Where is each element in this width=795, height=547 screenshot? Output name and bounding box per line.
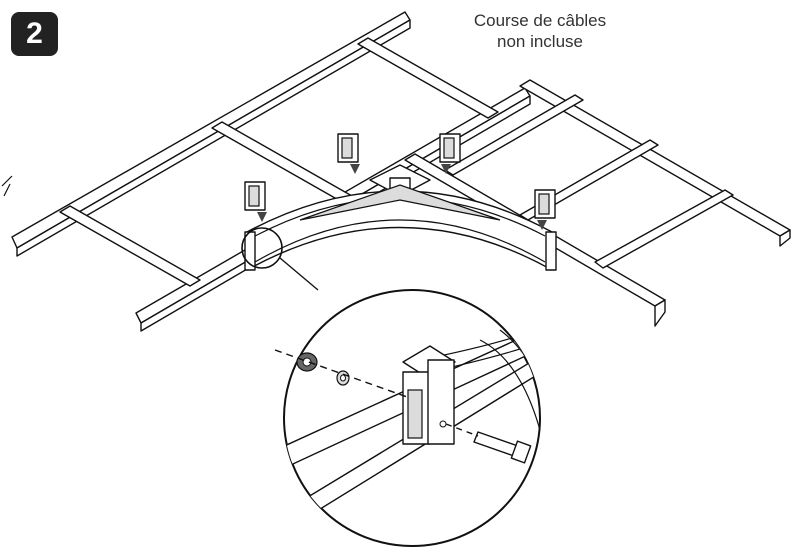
hanger-bracket-4: [534, 189, 556, 230]
note-line-1: Course de câbles: [473, 11, 607, 30]
bolt: [473, 431, 532, 464]
hanger-bracket-2: [337, 133, 360, 174]
washer: [336, 370, 350, 386]
detail-view: [274, 289, 541, 547]
step-number-badge: 2: [11, 12, 58, 56]
nut: [296, 352, 318, 372]
hanger-bracket-1: [244, 181, 267, 222]
hanger-bracket-3: [439, 133, 461, 174]
stray-mark: [1, 175, 13, 197]
step-number: 2: [26, 17, 43, 50]
note-line-2: non incluse: [496, 32, 583, 51]
bend-section: [244, 164, 557, 271]
cable-runway-note: Course de câbles non incluse: [440, 10, 640, 52]
detail-callout-small: [241, 227, 283, 269]
callout-leader: [279, 257, 319, 291]
assembly-line-right: [445, 423, 479, 437]
